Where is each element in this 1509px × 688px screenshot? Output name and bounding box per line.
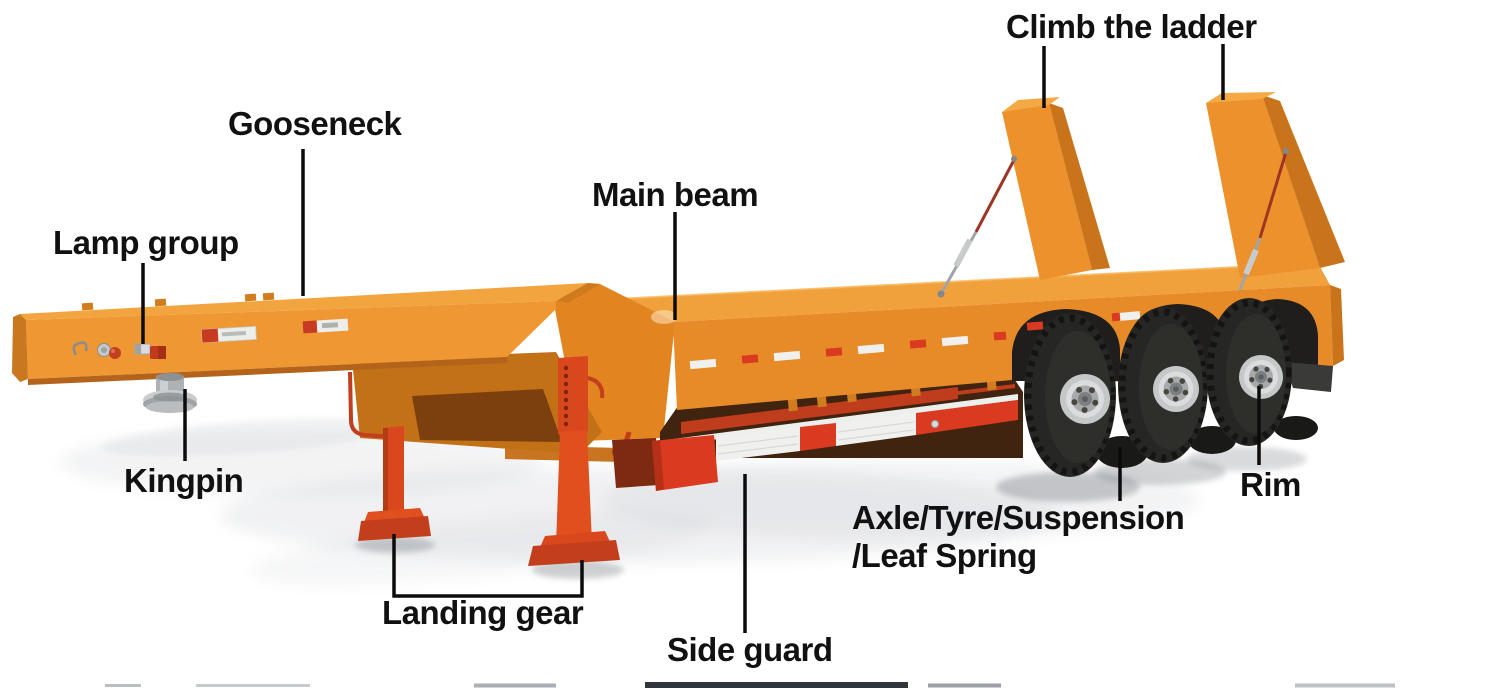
- landing-gear-assembly: [348, 352, 620, 566]
- label-kingpin: Kingpin: [124, 462, 244, 499]
- label-landing-gear: Landing gear: [382, 594, 584, 631]
- label-gooseneck: Gooseneck: [228, 105, 402, 142]
- side-guard-bar: [652, 394, 1018, 491]
- gooseneck-deck: [12, 283, 588, 385]
- label-lamp-group: Lamp group: [53, 224, 239, 261]
- wheel-gap-shadows: [1096, 416, 1318, 468]
- label-main-beam: Main beam: [592, 176, 759, 213]
- ground-shadow: [60, 417, 1307, 585]
- label-axle-line1: Axle/Tyre/Suspension: [852, 499, 1185, 536]
- main-deck-top: [594, 262, 1330, 322]
- label-rim: Rim: [1240, 466, 1301, 503]
- reflective-stickers: [689, 311, 1141, 370]
- lamp-group-fittings: [72, 341, 166, 359]
- label-axle-line2: /Leaf Spring: [852, 536, 1037, 574]
- wheel-1: [1024, 313, 1116, 477]
- leader-lines: [141, 44, 1261, 633]
- label-axle-tyre-suspension: Axle/Tyre/Suspension /Leaf Spring: [852, 499, 1185, 575]
- ramp-left: [1002, 97, 1110, 280]
- bottom-edge-strip: [105, 682, 1395, 688]
- wheel-2: [1118, 307, 1208, 463]
- wheel-3: [1206, 298, 1292, 446]
- label-side-guard: Side guard: [667, 631, 833, 668]
- label-climb-the-ladder: Climb the ladder: [1006, 8, 1257, 45]
